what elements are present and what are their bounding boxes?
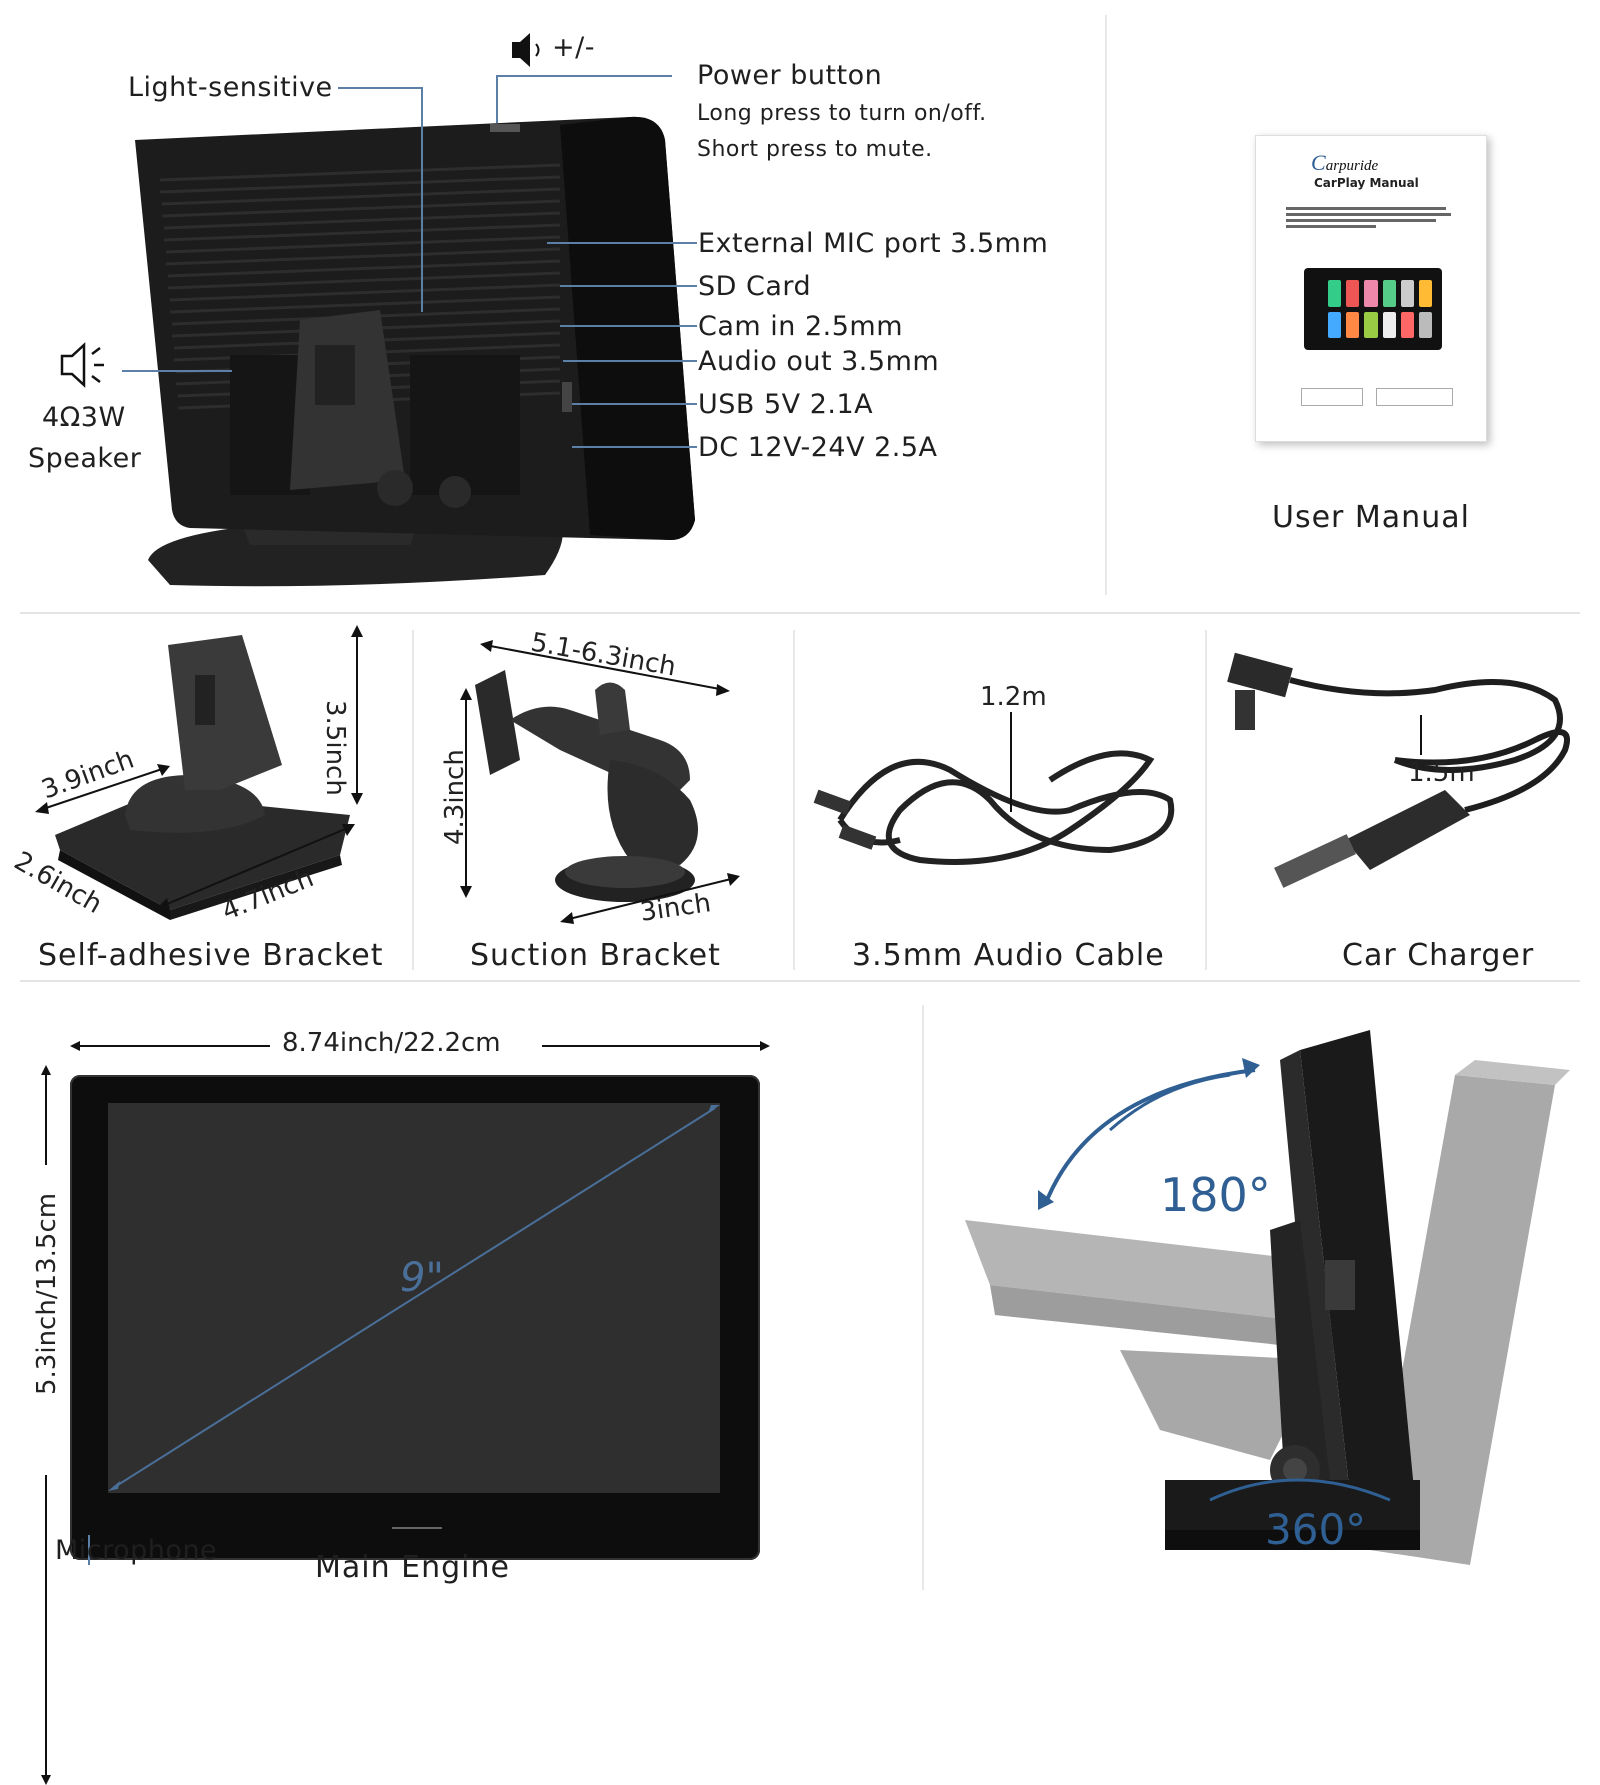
audio-cable-image [813, 750, 1175, 865]
divider-bottom [922, 1005, 924, 1590]
bracket-length-arrow [155, 824, 355, 910]
rotation-swivel-label: 360° [1265, 1505, 1367, 1554]
rotation-tilt-label: 180° [1160, 1168, 1271, 1222]
port-leader-3 [560, 325, 697, 327]
self-adhesive-caption: Self-adhesive Bracket [38, 938, 384, 973]
car-charger-length: 1.5m [1408, 758, 1475, 788]
divider-acc-2 [793, 630, 795, 970]
speaker-spec-label: 4Ω3W [42, 402, 126, 433]
port-usb-label: USB 5V 2.1A [698, 389, 874, 420]
suction-top-arrow [480, 640, 730, 696]
main-engine-screen: 9" [70, 1075, 760, 1560]
audio-cable-caption: 3.5mm Audio Cable [852, 938, 1165, 973]
manual-badge-2 [1376, 388, 1453, 406]
height-arrow [41, 1065, 51, 1785]
user-manual-caption: User Manual [1272, 500, 1470, 535]
car-charger-caption: Car Charger [1342, 938, 1535, 973]
width-arrow [70, 1041, 770, 1051]
self-adhesive-bracket-image [55, 635, 350, 920]
light-sensitive-label: Light-sensitive [128, 72, 333, 103]
port-leader-4 [563, 360, 697, 362]
port-dc-label: DC 12V-24V 2.5A [698, 432, 938, 463]
bracket-depth-arrow [35, 764, 170, 814]
speaker-volume-label: +/- [552, 32, 595, 63]
main-engine-caption: Main Engine [315, 1550, 510, 1585]
port-leader-2 [560, 285, 697, 287]
audio-cable-leader [1010, 712, 1012, 812]
power-leader-v [496, 75, 498, 123]
divider-acc-1 [412, 630, 414, 970]
speaker-leader [122, 370, 232, 372]
port-cam-label: Cam in 2.5mm [698, 311, 904, 342]
manual-badge-1 [1301, 388, 1363, 406]
divider-manual [1105, 15, 1107, 595]
car-charger-leader [1420, 715, 1422, 755]
speaker-icon [60, 342, 104, 388]
power-button-label: Power button [697, 60, 883, 91]
power-desc-1: Long press to turn on/off. [697, 101, 987, 126]
diagonal-size-label: 9" [400, 1255, 444, 1301]
manual-screen-image [1304, 268, 1442, 350]
suction-height-dim: 4.3inch [440, 749, 470, 845]
port-leader-6 [572, 446, 697, 448]
bracket-height-arrow [351, 625, 363, 805]
section-divider-top [20, 612, 1580, 614]
suction-height-arrow [460, 688, 472, 898]
light-sensitive-leader-h [338, 87, 423, 89]
height-dim: 5.3inch/13.5cm [32, 1192, 62, 1395]
width-dim: 8.74inch/22.2cm [282, 1028, 501, 1058]
suction-base-arrow [560, 873, 740, 924]
bracket-height-dim: 3.5inch [320, 700, 350, 796]
car-charger-image [1227, 652, 1570, 888]
manual-text-lines [1286, 204, 1456, 231]
speaker-volume-icon [512, 33, 540, 67]
user-manual-booklet: Carpuride CarPlay Manual [1255, 135, 1487, 442]
manual-title: CarPlay Manual [1314, 176, 1419, 190]
port-audio-label: Audio out 3.5mm [698, 346, 940, 377]
port-leader-1 [547, 242, 697, 244]
power-leader-h [496, 75, 672, 77]
power-desc-2: Short press to mute. [697, 137, 933, 162]
section-divider-bottom [20, 980, 1580, 982]
speaker-label: Speaker [28, 443, 142, 474]
microphone-label: Microphone [55, 1535, 218, 1566]
manual-brand-logo: Carpuride [1311, 150, 1379, 175]
bezel-logo [392, 1517, 442, 1529]
port-sd-label: SD Card [698, 271, 812, 302]
light-sensitive-leader-v [421, 87, 423, 312]
suction-bracket-image [475, 670, 698, 902]
port-mic-label: External MIC port 3.5mm [698, 228, 1049, 259]
suction-bracket-caption: Suction Bracket [470, 938, 721, 973]
diagonal-line [108, 1105, 720, 1491]
audio-cable-length: 1.2m [980, 682, 1047, 712]
divider-acc-3 [1205, 630, 1207, 970]
device-back-illustration [135, 116, 695, 587]
microphone-leader [88, 1535, 90, 1565]
port-leader-5 [572, 403, 697, 405]
rotation-illustration [965, 1030, 1570, 1565]
